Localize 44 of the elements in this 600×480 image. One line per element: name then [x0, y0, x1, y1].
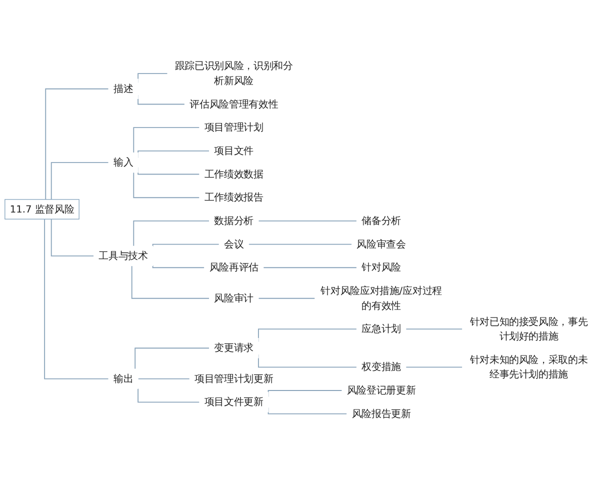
- node-text: 应急计划: [362, 322, 401, 335]
- connector: [258, 220, 358, 222]
- node-text: 针对已知的接受风险，事先计划好的措施: [470, 316, 588, 342]
- connector: [258, 298, 316, 299]
- connector: [50, 218, 94, 256]
- connector: [133, 172, 200, 198]
- node-text: 风险登记册更新: [346, 384, 416, 396]
- node-text: 储备分析: [362, 214, 401, 226]
- connector: [405, 328, 463, 330]
- connector: [138, 388, 200, 403]
- connector: [262, 267, 358, 268]
- node-text: 针对风险: [362, 262, 401, 274]
- connector: [133, 127, 200, 154]
- node-text: 工作绩效数据: [204, 168, 264, 180]
- node-text: 风险审计: [214, 292, 254, 304]
- node-text: 项目管理计划更新: [194, 372, 274, 384]
- connector: [133, 220, 210, 247]
- connector: [131, 265, 210, 299]
- node-text: 针对未知的风险，采取的未经事先计划的措施: [470, 354, 588, 380]
- node-text: 项目管理计划: [204, 121, 264, 134]
- node-text: 输出: [113, 372, 134, 384]
- node-box: 11.7 监督风险: [4, 199, 80, 220]
- node-text: 风险报告更新: [352, 408, 411, 420]
- connector: [45, 88, 110, 200]
- node-text: 跟踪已识别风险，识别和分析新风险: [174, 60, 293, 86]
- node-text: 数据分析: [214, 214, 254, 226]
- connector: [134, 348, 210, 370]
- connector: [248, 244, 352, 245]
- connector: [152, 264, 205, 268]
- connector: [152, 244, 220, 248]
- connector: [44, 218, 110, 380]
- node-text: 风险审查会: [356, 238, 406, 250]
- connector: [138, 378, 190, 380]
- node-text: 会议: [224, 238, 244, 250]
- node-text: 工具与技术: [98, 250, 148, 262]
- node-text: 针对风险应对措施/应对过程的有效性: [320, 284, 442, 312]
- node-text: 工作绩效报告: [204, 191, 264, 204]
- connector: [50, 162, 110, 200]
- node-text: 风险再评估: [209, 262, 258, 274]
- node-text: 项目文件: [214, 144, 254, 156]
- node-text: 评估风险管理有效性: [190, 98, 278, 110]
- node-text: 变更请求: [214, 342, 254, 354]
- node-text: 权变措施: [362, 361, 401, 373]
- connector: [405, 366, 463, 368]
